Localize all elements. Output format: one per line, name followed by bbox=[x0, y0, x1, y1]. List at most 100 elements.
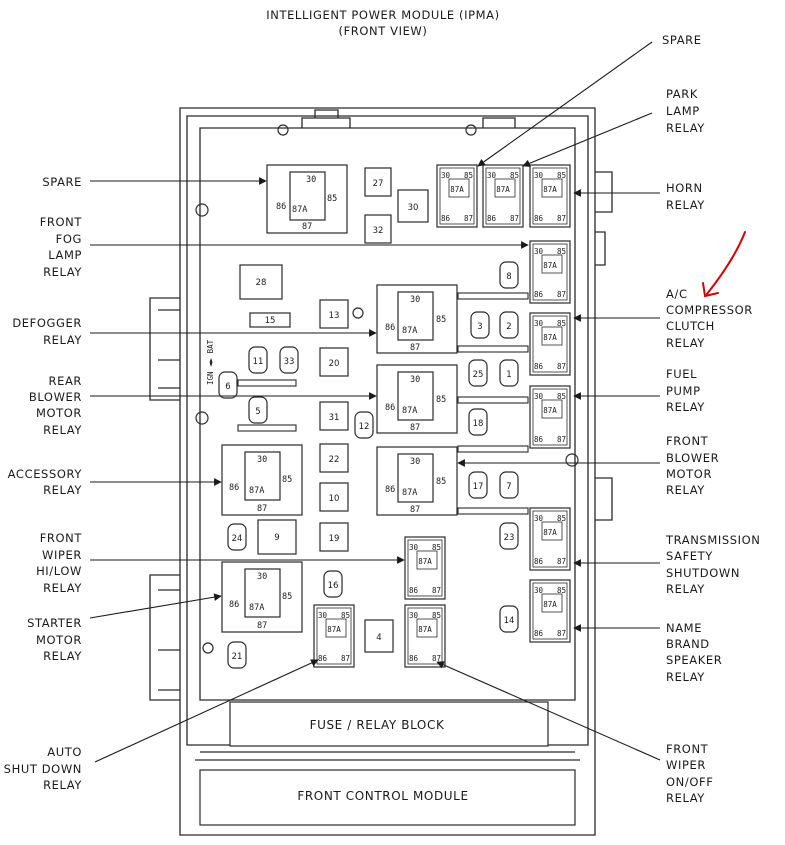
relay-pin-label: 85 bbox=[557, 247, 566, 256]
relay-pin-label: 30 bbox=[487, 171, 497, 180]
left-labels: SPARE FRONT FOG LAMP RELAY DEFOGGER RELA… bbox=[4, 175, 83, 792]
relay-pin-label: 87A bbox=[543, 333, 557, 342]
label-fog-2: FOG bbox=[56, 232, 82, 246]
svg-text:31: 31 bbox=[329, 413, 340, 423]
svg-text:86: 86 bbox=[385, 403, 395, 413]
svg-text:11: 11 bbox=[253, 357, 264, 367]
label-fog-1: FRONT bbox=[40, 215, 83, 229]
svg-text:12: 12 bbox=[359, 422, 370, 432]
relay-pin-label: 86 bbox=[534, 214, 544, 223]
label-fog-4: RELAY bbox=[43, 265, 82, 279]
label-defogger-2: RELAY bbox=[43, 333, 82, 347]
label-starter-2: MOTOR bbox=[36, 633, 82, 647]
label-accessory-2: RELAY bbox=[43, 483, 82, 497]
label-defogger-1: DEFOGGER bbox=[12, 316, 82, 330]
label-ac-4: RELAY bbox=[666, 336, 705, 350]
label-front-blower-4: RELAY bbox=[666, 483, 705, 497]
relay-pin-label: 85 bbox=[510, 171, 519, 180]
svg-text:16: 16 bbox=[328, 581, 339, 591]
ign-bat-text: IGN ◄► BAT bbox=[206, 339, 215, 385]
relay-pin-label: 85 bbox=[557, 514, 566, 523]
svg-text:87: 87 bbox=[410, 343, 420, 353]
relay-pin-label: 30 bbox=[318, 611, 328, 620]
relay-pin-label: 86 bbox=[534, 557, 544, 566]
svg-text:30: 30 bbox=[257, 455, 267, 465]
label-starter-3: RELAY bbox=[43, 649, 82, 663]
svg-text:85: 85 bbox=[436, 315, 446, 325]
relay-pin-label: 86 bbox=[487, 214, 497, 223]
relay-pin-label: 87A bbox=[450, 185, 464, 194]
label-park-lamp-2: LAMP bbox=[666, 104, 700, 118]
label-ac-3: CLUTCH bbox=[666, 319, 715, 333]
relay-pin-label: 87A bbox=[543, 600, 557, 609]
label-front-blower-1: FRONT bbox=[666, 434, 709, 448]
relay-pin-label: 86 bbox=[534, 362, 544, 371]
svg-text:85: 85 bbox=[436, 395, 446, 405]
svg-text:87A: 87A bbox=[402, 326, 417, 336]
bus-bars bbox=[237, 292, 529, 515]
red-annotation-arrow bbox=[702, 231, 746, 298]
relay-pin-label: 85 bbox=[557, 586, 566, 595]
svg-text:30: 30 bbox=[408, 203, 419, 213]
label-ac-1: A/C bbox=[666, 287, 688, 301]
label-wiper-onoff-3: ON/OFF bbox=[666, 775, 713, 789]
svg-text:87A: 87A bbox=[402, 406, 417, 416]
label-name-brand-2: BRAND bbox=[666, 637, 710, 651]
relay-pin-label: 30 bbox=[534, 586, 544, 595]
svg-text:87: 87 bbox=[257, 621, 267, 631]
relay-pin-label: 30 bbox=[534, 171, 544, 180]
relay-pin-label: 30 bbox=[409, 611, 419, 620]
large-relay-starter: 30 86 87A 85 87 bbox=[221, 561, 303, 633]
large-relay-defogger: 30 86 87A 85 87 bbox=[376, 284, 458, 354]
relay-pin-label: 30 bbox=[534, 392, 544, 401]
title-line-1: INTELLIGENT POWER MODULE (IPMA) bbox=[266, 8, 499, 22]
relay-pin-label: 87 bbox=[510, 214, 519, 223]
svg-text:23: 23 bbox=[504, 533, 515, 543]
relay-pin-label: 87A bbox=[418, 557, 432, 566]
svg-text:86: 86 bbox=[229, 483, 239, 493]
relay-pin-label: 85 bbox=[341, 611, 350, 620]
relay-pin-label: 30 bbox=[534, 514, 544, 523]
relay-pin-label: 86 bbox=[534, 435, 544, 444]
relay-pin-label: 87 bbox=[557, 629, 566, 638]
svg-text:87: 87 bbox=[257, 504, 267, 514]
svg-text:17: 17 bbox=[473, 482, 484, 492]
relay-pin-label: 87A bbox=[496, 185, 510, 194]
label-horn-1: HORN bbox=[666, 181, 703, 195]
relay-pin-label: 87A bbox=[543, 261, 557, 270]
relay-pin-label: 87 bbox=[557, 435, 566, 444]
svg-text:87: 87 bbox=[302, 222, 312, 232]
label-ac-2: COMPRESSOR bbox=[666, 303, 753, 317]
svg-text:18: 18 bbox=[473, 419, 484, 429]
svg-text:8: 8 bbox=[506, 272, 511, 282]
relay-pin-label: 85 bbox=[432, 543, 441, 552]
svg-text:27: 27 bbox=[373, 179, 384, 189]
relay-pin-label: 86 bbox=[318, 654, 328, 663]
svg-text:86: 86 bbox=[385, 485, 395, 495]
label-starter-1: STARTER bbox=[27, 616, 82, 630]
relay-pin-label: 30 bbox=[534, 247, 544, 256]
svg-text:6: 6 bbox=[225, 382, 230, 392]
relay-pin-label: 85 bbox=[464, 171, 473, 180]
label-horn-2: RELAY bbox=[666, 198, 705, 212]
title-line-2: (FRONT VIEW) bbox=[338, 24, 427, 38]
svg-text:28: 28 bbox=[256, 278, 267, 288]
relay-pin-label: 87A bbox=[543, 185, 557, 194]
label-wiper-onoff-2: WIPER bbox=[666, 758, 706, 772]
relay-pin-label: 85 bbox=[557, 171, 566, 180]
label-auto-shutdown-3: RELAY bbox=[43, 778, 82, 792]
mounting-holes bbox=[195, 124, 579, 654]
label-wiper-onoff-1: FRONT bbox=[666, 742, 709, 756]
svg-text:87A: 87A bbox=[292, 205, 307, 215]
svg-text:30: 30 bbox=[306, 175, 316, 185]
svg-text:85: 85 bbox=[282, 592, 292, 602]
large-relay-rear-blower: 30 86 87A 85 87 bbox=[376, 364, 458, 434]
relay-pin-label: 87 bbox=[464, 214, 473, 223]
label-park-lamp-3: RELAY bbox=[666, 121, 705, 135]
relay-pin-label: 86 bbox=[441, 214, 451, 223]
